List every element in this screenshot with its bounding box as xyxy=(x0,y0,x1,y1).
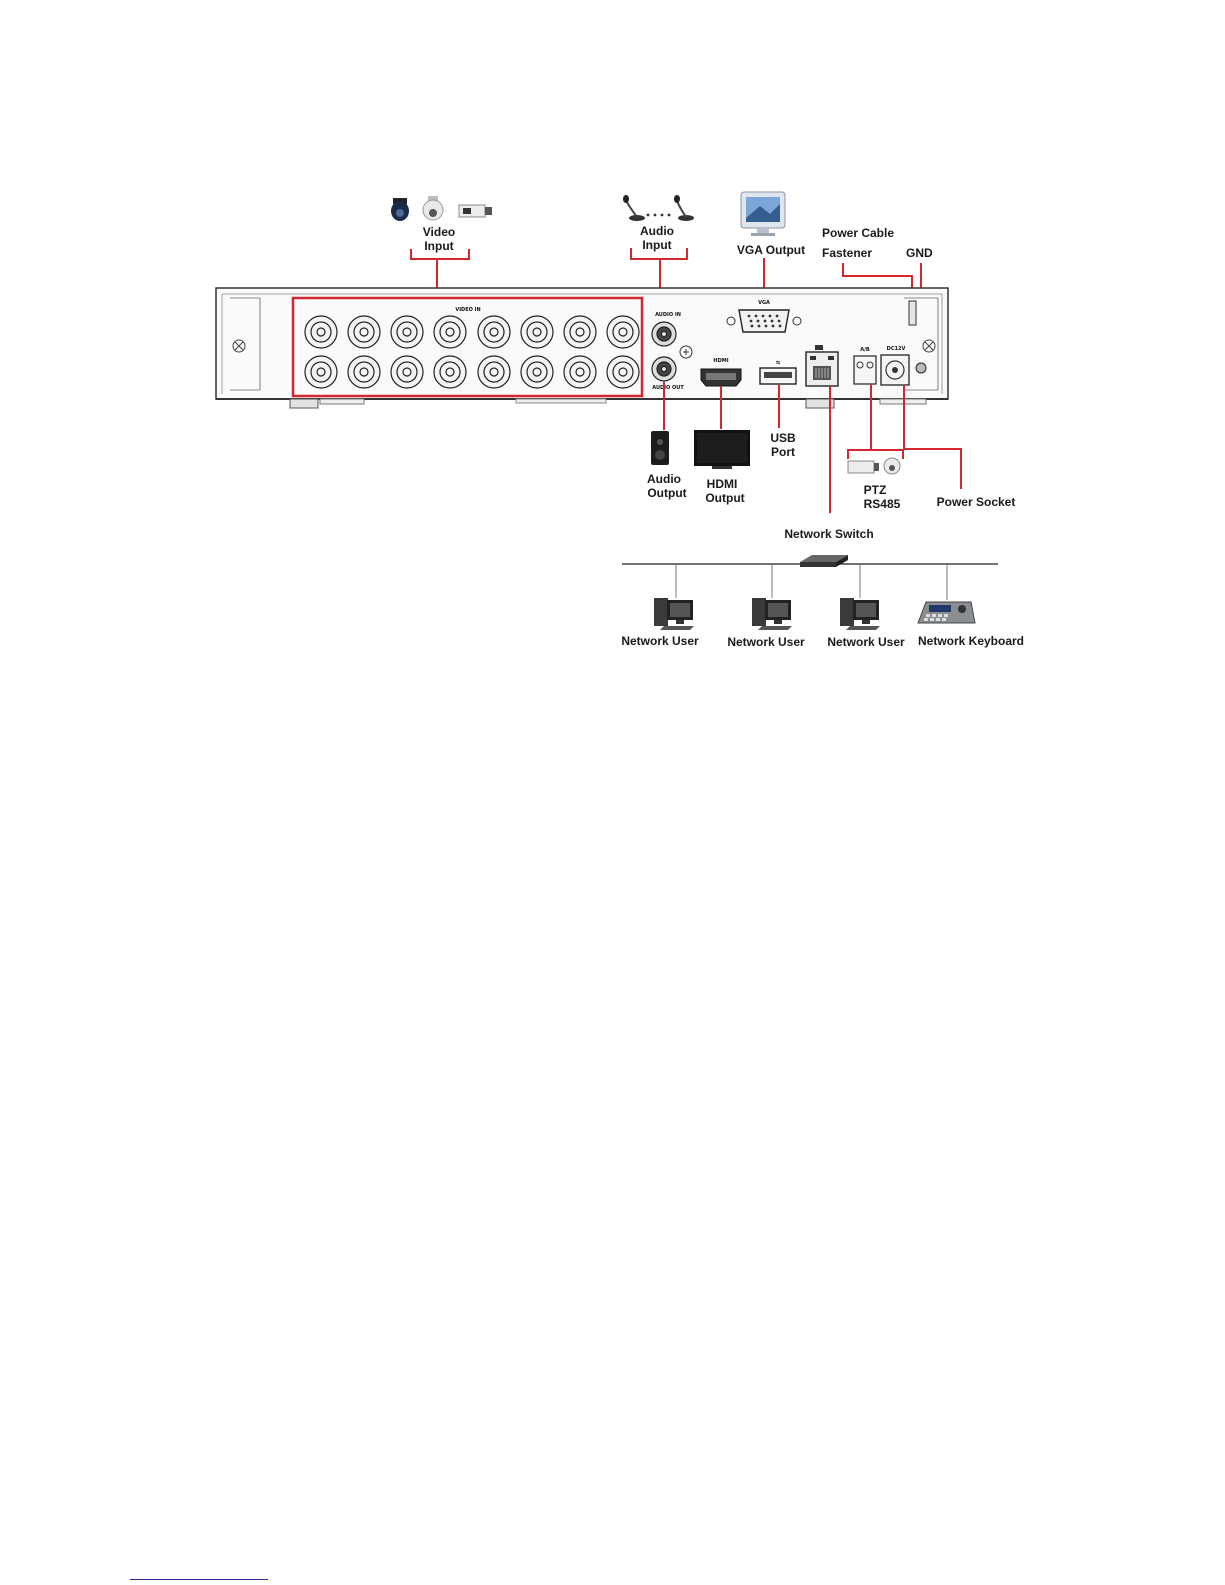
label-hdmi-output-2: Output xyxy=(705,491,744,505)
microphone-icon xyxy=(623,195,694,221)
label-power-socket: Power Socket xyxy=(937,495,1016,509)
marking-ab: A/B xyxy=(860,347,870,353)
dvr-rear-panel: VIDEO IN AUDIO IN xyxy=(216,288,948,408)
tv-icon xyxy=(694,430,750,469)
svg-text:⇆: ⇆ xyxy=(776,360,780,366)
label-audio-input-2: Input xyxy=(642,238,671,252)
label-hdmi-output-1: HDMI xyxy=(707,477,738,491)
label-power-cable: Power Cable xyxy=(822,226,894,240)
box-camera-icon xyxy=(459,205,492,217)
audio-out-connector xyxy=(652,357,676,381)
marking-audio-out: AUDIO OUT xyxy=(652,385,684,391)
speaker-icon xyxy=(651,431,669,465)
audio-in-connector xyxy=(652,322,676,346)
ptz-camera-icon xyxy=(423,196,443,220)
label-usb-port-1: USB xyxy=(770,431,796,445)
label-network-user-1: Network User xyxy=(621,634,699,648)
label-network-switch: Network Switch xyxy=(784,527,873,541)
label-ptz-2: RS485 xyxy=(864,497,901,511)
label-audio-output-1: Audio xyxy=(647,472,681,486)
marking-power-rating: DC12V xyxy=(887,346,906,352)
network-bus xyxy=(622,564,998,600)
monitor-icon xyxy=(741,192,785,236)
label-usb-port-2: Port xyxy=(771,445,795,459)
label-fastener: Fastener xyxy=(822,246,872,260)
label-network-user-2: Network User xyxy=(727,635,805,649)
label-video-input-2: Input xyxy=(424,239,453,253)
label-audio-input-1: Audio xyxy=(640,224,674,238)
marking-video-in: VIDEO IN xyxy=(455,307,480,313)
footnote-separator xyxy=(130,1579,268,1580)
ptz-device-icon xyxy=(848,458,900,474)
label-audio-output-2: Output xyxy=(647,486,686,500)
computer-icon xyxy=(752,598,792,630)
label-gnd: GND xyxy=(906,246,933,260)
marking-hdmi: HDMI xyxy=(713,358,728,364)
label-network-keyboard: Network Keyboard xyxy=(918,634,1024,648)
switch-icon xyxy=(800,555,848,567)
label-ptz-1: PTZ xyxy=(864,483,887,497)
keyboard-icon xyxy=(918,602,975,623)
marking-vga: VGA xyxy=(758,300,770,306)
rs485-terminal xyxy=(854,356,876,384)
gnd-terminal xyxy=(916,363,926,373)
power-cable-fastener xyxy=(909,301,916,325)
dome-camera-icon xyxy=(391,198,409,221)
label-vga-output: VGA Output xyxy=(737,243,805,257)
marking-audio-in: AUDIO IN xyxy=(655,312,681,318)
label-network-user-3: Network User xyxy=(827,635,905,649)
computer-icon xyxy=(840,598,880,630)
computer-icon xyxy=(654,598,694,630)
label-video-input-1: Video xyxy=(423,225,455,239)
power-socket xyxy=(881,355,909,385)
